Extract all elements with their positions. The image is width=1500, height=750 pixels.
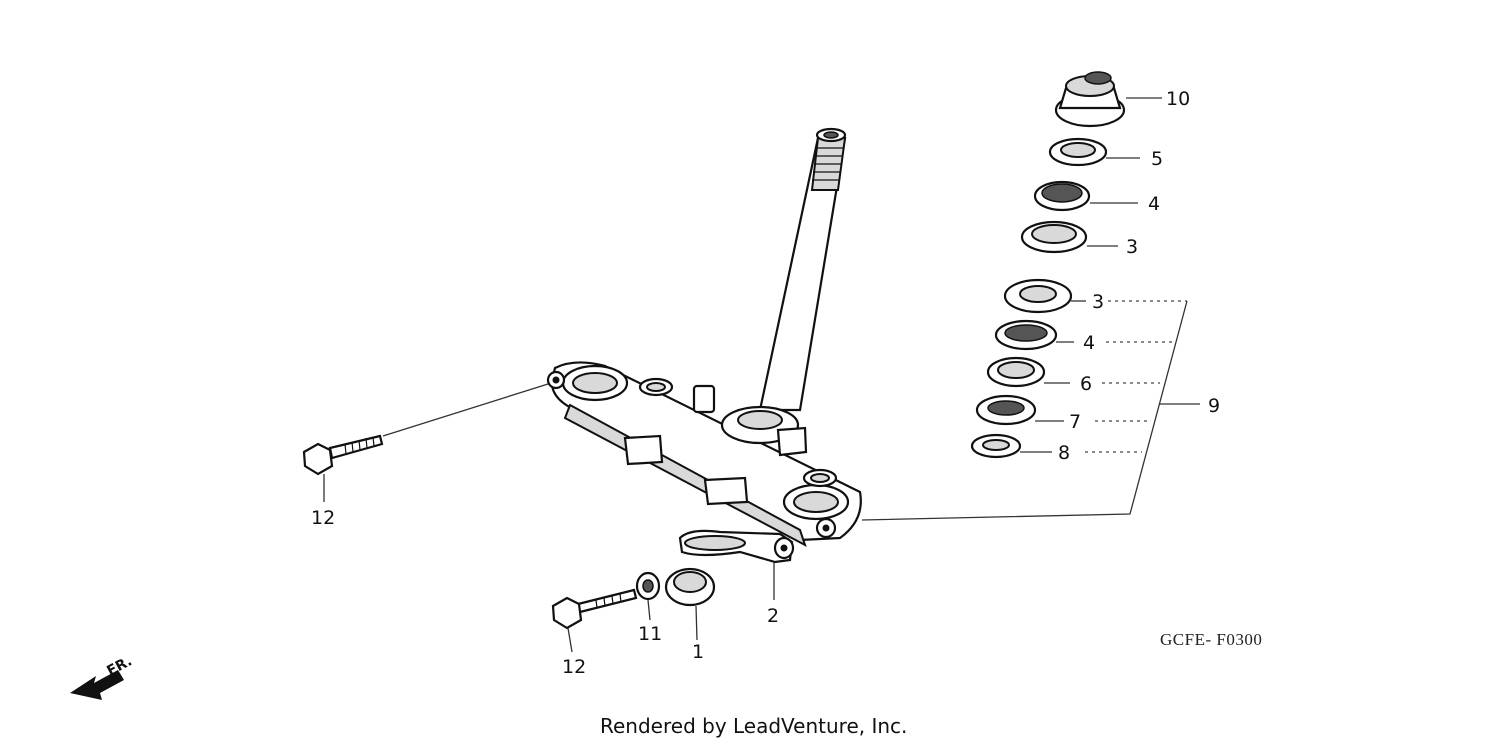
clamp-2 — [678, 529, 795, 564]
diagram-code: GCFE- F0300 — [1160, 630, 1262, 649]
callout-3-upper: 3 — [1126, 236, 1138, 258]
washer-11 — [635, 571, 661, 601]
callout-10: 10 — [1166, 88, 1190, 110]
callout-2: 2 — [767, 605, 779, 627]
callout-5: 5 — [1151, 148, 1163, 170]
steering-stem-shaft — [758, 127, 847, 412]
callout-12-lower: 12 — [562, 656, 586, 678]
lower-bearing-stack — [970, 278, 1073, 459]
callout-3-lower: 3 — [1092, 291, 1104, 313]
render-credit: Rendered by LeadVenture, Inc. — [600, 714, 907, 738]
front-direction-arrow: FR. — [70, 653, 135, 700]
callout-11: 11 — [638, 623, 662, 645]
callout-9: 9 — [1208, 395, 1220, 417]
callout-8: 8 — [1058, 442, 1070, 464]
leader-lines — [323, 97, 1200, 653]
callout-1: 1 — [692, 641, 704, 663]
grommet-1 — [664, 567, 716, 607]
callout-4-lower: 4 — [1083, 332, 1095, 354]
callout-6: 6 — [1080, 373, 1092, 395]
callout-12-upper: 12 — [311, 507, 335, 529]
lower-bracket — [546, 361, 862, 548]
bolt-12-upper — [302, 383, 549, 476]
bolt-12-lower — [551, 588, 638, 630]
callout-4-upper: 4 — [1148, 193, 1160, 215]
upper-bearing-stack — [1020, 71, 1126, 254]
callout-labels: 10 5 4 3 3 4 6 7 8 9 12 12 11 1 2 — [311, 88, 1220, 678]
callout-7: 7 — [1069, 411, 1081, 433]
